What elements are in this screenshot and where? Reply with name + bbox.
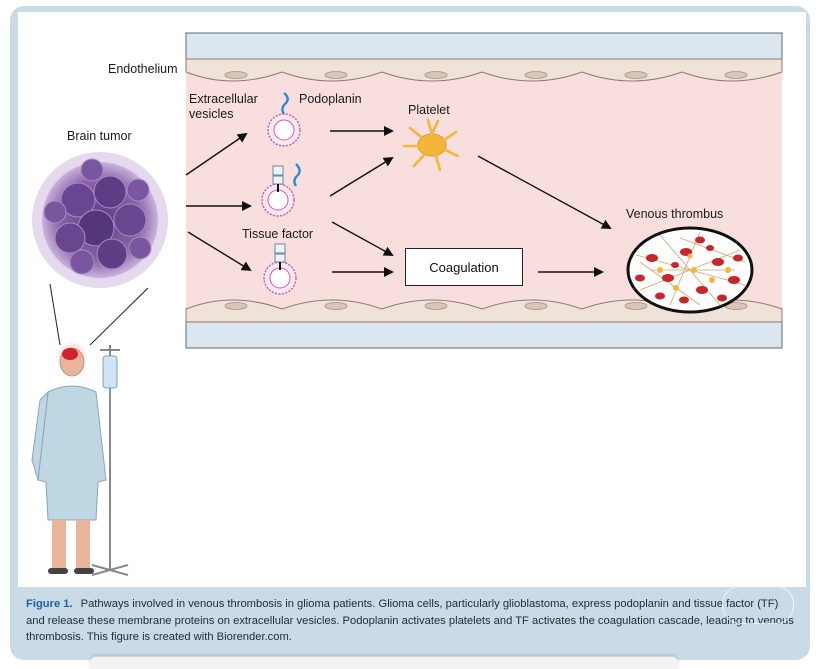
caption-text: Pathways involved in venous thrombosis i… [26,598,794,643]
patient-icon [31,341,107,574]
venous-thrombus-label: Venous thrombus [626,207,724,221]
vesicle-podoplanin-tf-icon [261,163,301,217]
coagulation-label: Coagulation [429,259,499,275]
brain-tumor-label: Brain tumor [67,129,132,143]
arrow-tumor-to-ev1 [185,132,248,176]
vesicle-tissue-factor-icon [263,243,297,295]
zoom-line-left [49,283,61,346]
watermark-logo [722,586,794,624]
figure-caption: Figure 1.Pathways involved in venous thr… [26,596,796,646]
caption-label: Figure 1. [26,598,73,610]
endothelium-label: Endothelium [108,62,178,76]
arrow-platelet-to-thrombus [477,155,612,229]
coagulation-box: Coagulation [405,248,523,286]
venous-thrombus-icon [626,226,754,314]
iv-stand-icon [91,345,129,576]
platelet-icon [402,118,460,172]
extracellular-vesicles-label-line1: Extracellular [189,92,258,106]
brain-tumor-icon [32,152,168,288]
endothelium-top [185,58,783,82]
arrow-ev2-to-coagulation [331,221,394,256]
vesicle-podoplanin-icon [267,92,301,147]
arrow-tumor-to-ev3 [187,231,252,272]
tissue-factor-label: Tissue factor [242,227,314,241]
bottom-toolbar-edge [90,656,678,669]
podoplanin-label: Podoplanin [299,92,362,106]
arrow-ev2-to-platelet [329,156,394,197]
zoom-line-right [89,287,149,346]
vessel-wall-bottom [185,321,783,349]
extracellular-vesicles-label-line2: vesicles [189,107,234,121]
platelet-label: Platelet [408,103,450,117]
vessel-wall-top [185,32,783,60]
